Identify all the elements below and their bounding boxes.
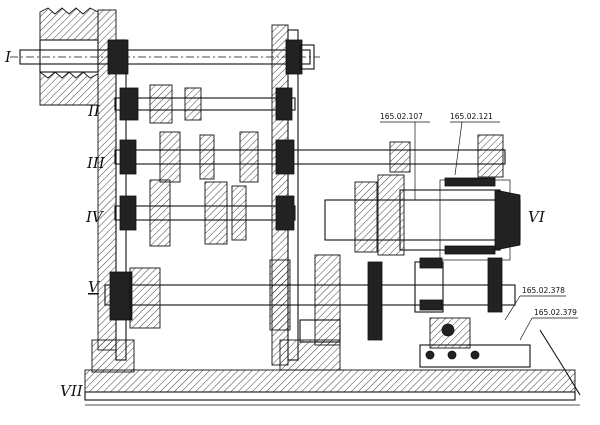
label-shaft-vi: VI bbox=[528, 208, 546, 226]
shaft-iv bbox=[114, 179, 296, 247]
shaft-iii bbox=[114, 131, 506, 183]
label-shaft-i: I bbox=[4, 48, 12, 66]
label-shaft-iii: III bbox=[86, 154, 106, 172]
housing-base bbox=[84, 329, 581, 406]
lower-mid-support bbox=[279, 319, 341, 371]
callout-165-02-121: 165.02.121 bbox=[450, 112, 500, 176]
label-shaft-vii: VII bbox=[60, 382, 84, 400]
drive-pulley bbox=[39, 7, 99, 106]
shaft-i bbox=[10, 39, 320, 75]
ref-label-107: 165.02.107 bbox=[380, 112, 423, 121]
callout-165-02-379: 165.02.379 bbox=[519, 308, 578, 341]
callout-165-02-378: 165.02.378 bbox=[504, 286, 566, 321]
shaft-vi bbox=[324, 174, 521, 261]
ref-label-121: 165.02.121 bbox=[450, 112, 493, 121]
callout-165-02-107: 165.02.107 bbox=[380, 112, 430, 200]
shaft-ii bbox=[114, 84, 296, 124]
shaft-v bbox=[104, 254, 516, 346]
label-shaft-iv: IV bbox=[85, 208, 105, 226]
ref-label-379: 165.02.379 bbox=[534, 308, 577, 317]
ref-label-378: 165.02.378 bbox=[522, 286, 565, 295]
label-shaft-ii: II bbox=[87, 102, 101, 120]
label-shaft-v: V bbox=[88, 278, 101, 296]
lower-bearing-assembly bbox=[419, 317, 531, 368]
